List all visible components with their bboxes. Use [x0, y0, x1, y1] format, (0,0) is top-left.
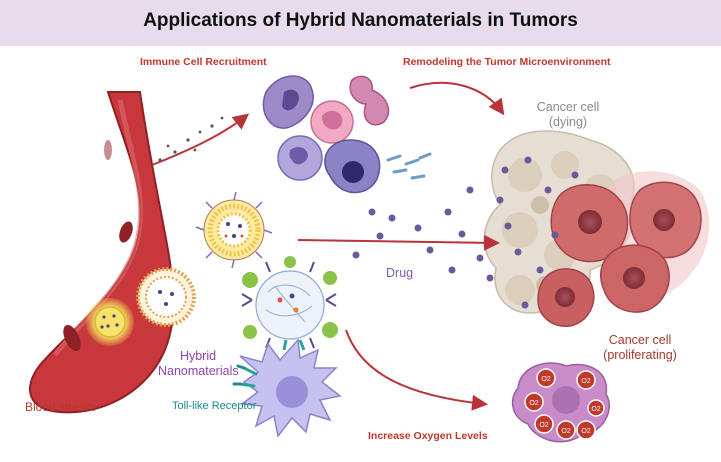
label-toll-like-receptor: Toll-like Receptor [172, 400, 257, 412]
recruitment-arrow [151, 113, 250, 166]
drug-nanoparticle [195, 191, 273, 269]
remodeling-arrow [409, 81, 505, 116]
o2-text: O2 [581, 428, 590, 435]
label-cancer-prolif-line2: (proliferating) [603, 348, 677, 362]
label-drug: Drug [386, 266, 414, 280]
immune-cells [262, 75, 432, 194]
drug-arrow [297, 234, 500, 251]
o2-text: O2 [581, 378, 590, 385]
proliferating-cancer-cells [537, 171, 710, 327]
drug-particles [352, 156, 579, 309]
label-cancer-proliferating: Cancer cell (proliferating) [592, 333, 688, 363]
o2-text: O2 [591, 406, 600, 413]
label-cancer-dying-line2: (dying) [548, 115, 588, 129]
vessel-nanoparticle [86, 298, 134, 346]
o2-text: O2 [529, 400, 538, 407]
label-immune-recruitment: Immune Cell Recruitment [140, 56, 267, 68]
dendritic-cell [232, 338, 342, 438]
oxygen-arrow [345, 329, 488, 411]
o2-text: O2 [539, 422, 548, 429]
label-blood-stream: Blood stream [25, 400, 96, 414]
hybrid-liposome [136, 267, 196, 327]
label-remodeling: Remodeling the Tumor Microenvironment [403, 56, 611, 68]
label-cancer-dying: Cancer cell (dying) [530, 100, 606, 130]
blood-vessel [29, 91, 175, 414]
label-hybrid-line1: Hybrid [179, 349, 217, 363]
title-banner [0, 0, 721, 46]
label-cancer-dying-line1: Cancer cell [536, 100, 600, 114]
o2-text: O2 [561, 428, 570, 435]
hybrid-antibody-particle [241, 256, 338, 351]
oxygen-bubbles: O2 O2 O2 O2 O2 O2 O2 [524, 368, 605, 440]
label-hybrid-line2: Nanomaterials [158, 364, 239, 378]
label-cancer-prolif-line1: Cancer cell [608, 333, 672, 347]
o2-text: O2 [541, 376, 550, 383]
label-increase-oxygen: Increase Oxygen Levels [368, 430, 488, 442]
figure-title: Applications of Hybrid Nanomaterials in … [143, 10, 578, 31]
label-hybrid-nanomaterials: Hybrid Nanomaterials [158, 349, 239, 379]
